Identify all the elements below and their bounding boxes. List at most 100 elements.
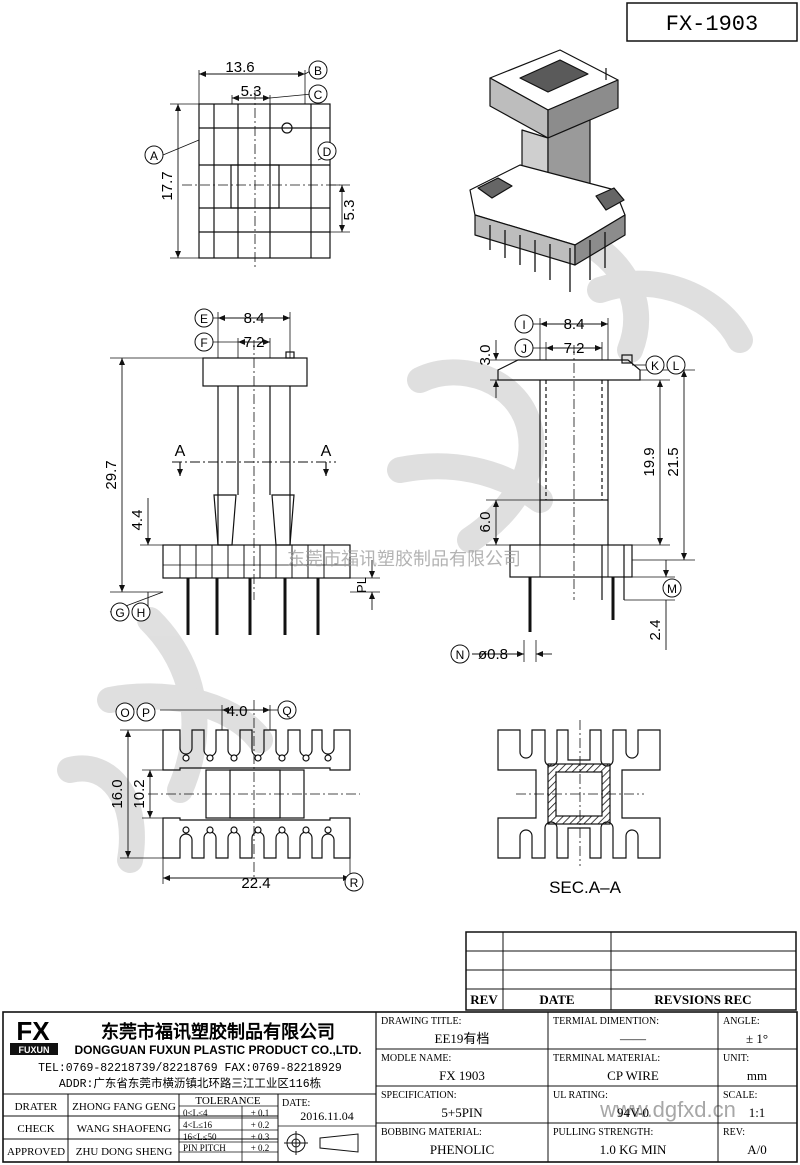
callout-m: M — [662, 578, 682, 598]
svg-text:K: K — [651, 359, 659, 373]
callout-r: R — [344, 872, 364, 892]
svg-text:B: B — [314, 64, 322, 78]
callout-q: Q — [277, 700, 297, 720]
svg-text:C: C — [314, 88, 323, 102]
model-label: MODLE NAME: — [381, 1053, 451, 1064]
bottom-dim-height: 16.0 — [109, 779, 126, 808]
callout-o: O — [115, 702, 135, 722]
rev-header-revisions: REVSIONS REC — [654, 992, 751, 1007]
tol-range-3: PIN PITCH — [183, 1143, 226, 1153]
bobbin-value: PHENOLIC — [430, 1142, 494, 1157]
rev-header-rev: REV — [470, 992, 498, 1007]
callout-j: J — [514, 338, 534, 358]
company-name-cn: 东莞市福讯塑胶制品有限公司 — [101, 1021, 335, 1042]
pulling-value: 1.0 KG MIN — [600, 1142, 667, 1157]
tol-value-1: + 0.2 — [251, 1120, 270, 1130]
svg-text:A: A — [150, 149, 158, 163]
svg-text:M: M — [667, 582, 677, 596]
callout-c: C — [308, 84, 328, 104]
svg-text:N: N — [456, 648, 465, 662]
callout-p: P — [136, 702, 156, 722]
tolerance-title: TOLERANCE — [195, 1095, 260, 1107]
ul-value: 94V-0 — [617, 1105, 649, 1120]
top-dim-width: 13.6 — [225, 59, 254, 76]
isometric-view — [469, 49, 626, 292]
title-block-labels: DRAWING TITLE: TERMIAL DIMENTION: ANGLE:… — [381, 1016, 760, 1138]
svg-text:O: O — [120, 706, 129, 720]
approved-label: APPROVED — [7, 1146, 65, 1158]
bottom-dim-pitch: 4.0 — [227, 703, 248, 720]
check-name: WANG SHAOFENG — [77, 1123, 171, 1135]
top-dim-height: 17.7 — [159, 171, 176, 200]
projection-symbol-icon — [284, 1131, 359, 1155]
title-block — [2, 1011, 798, 1163]
callout-k: K — [645, 355, 665, 375]
side-dim-flange: 3.0 — [477, 345, 494, 366]
watermark-url: www.dgfxd.cn — [599, 1097, 736, 1122]
rev-label: REV: — [723, 1127, 745, 1138]
top-dim-side: 5.3 — [341, 200, 358, 221]
drawing-number-box: FX-1903 — [626, 2, 798, 42]
callout-h: H — [131, 602, 151, 622]
bottom-dim-inner: 10.2 — [131, 779, 148, 808]
svg-text:F: F — [200, 336, 207, 350]
callout-f: F — [194, 332, 214, 352]
callout-i: I — [514, 314, 534, 334]
watermark-calligraphy — [57, 217, 753, 873]
title-block-values: EE19有档 —— ± 1° FX 1903 CP WIRE mm 5+5PIN… — [430, 1031, 768, 1157]
date-value: 2016.11.04 — [300, 1109, 354, 1123]
svg-text:Q: Q — [282, 704, 291, 718]
svg-text:L: L — [673, 359, 680, 373]
side-dim-top-outer: 8.4 — [564, 316, 585, 333]
callout-g: G — [110, 602, 130, 622]
callout-l: L — [666, 355, 686, 375]
terminal-material-value: CP WIRE — [607, 1068, 659, 1083]
unit-value: mm — [747, 1068, 767, 1083]
company-name-en: DONGGUAN FUXUN PLASTIC PRODUCT CO.,LTD. — [74, 1043, 361, 1057]
svg-text:FX: FX — [16, 1016, 50, 1046]
front-dim-height: 29.7 — [103, 460, 120, 489]
approved-name: ZHU DONG SHENG — [76, 1146, 173, 1158]
company-addr: ADDR:广东省东莞市横沥镇北环路三江工业区116栋 — [59, 1076, 322, 1091]
front-dim-top-inner: 7.2 — [244, 334, 265, 351]
front-dim-top-outer: 8.4 — [244, 310, 265, 327]
front-view — [109, 312, 380, 635]
svg-text:FUXUN: FUXUN — [19, 1045, 50, 1055]
callout-n: N — [450, 644, 470, 664]
section-mark-left: A — [175, 443, 186, 460]
svg-text:I: I — [522, 318, 525, 332]
callout-d: D — [317, 141, 337, 161]
tol-range-0: 0<L≤4 — [183, 1108, 208, 1118]
bottom-view — [120, 700, 360, 884]
bottom-dim-width: 22.4 — [241, 875, 270, 892]
angle-label: ANGLE: — [723, 1016, 760, 1027]
terminal-material-label: TERMINAL MATERIAL: — [553, 1053, 660, 1064]
rev-header-date: DATE — [539, 992, 574, 1007]
section-view — [497, 720, 661, 866]
svg-text:D: D — [323, 145, 332, 159]
callout-e: E — [194, 308, 214, 328]
side-dim-total: 21.5 — [665, 447, 682, 476]
section-mark-right: A — [321, 443, 332, 460]
scale-label: SCALE: — [723, 1090, 757, 1101]
svg-text:P: P — [142, 706, 150, 720]
date-label: DATE: — [282, 1098, 310, 1109]
drater-name: ZHONG FANG GENG — [72, 1101, 176, 1113]
svg-text:J: J — [521, 342, 527, 356]
svg-text:H: H — [137, 606, 146, 620]
rev-value: A/0 — [747, 1142, 767, 1157]
svg-text:G: G — [115, 606, 124, 620]
terminal-dimention-label: TERMIAL DIMENTION: — [553, 1016, 659, 1027]
side-dim-base: 6.0 — [477, 512, 494, 533]
scale-value: 1:1 — [749, 1105, 766, 1120]
tol-value-0: + 0.1 — [251, 1108, 270, 1118]
callout-a: A — [144, 145, 164, 165]
spec-value: 5+5PIN — [441, 1105, 483, 1120]
front-dim-base: 4.4 — [129, 510, 146, 531]
watermark-text: 东莞市福讯塑胶制品有限公司 — [287, 549, 521, 569]
top-view — [162, 69, 350, 268]
ul-label: UL RATING: — [553, 1090, 608, 1101]
company-tel: TEL:0769-82218739/82218769 FAX:0769-8221… — [38, 1062, 342, 1075]
check-label: CHECK — [17, 1123, 54, 1135]
